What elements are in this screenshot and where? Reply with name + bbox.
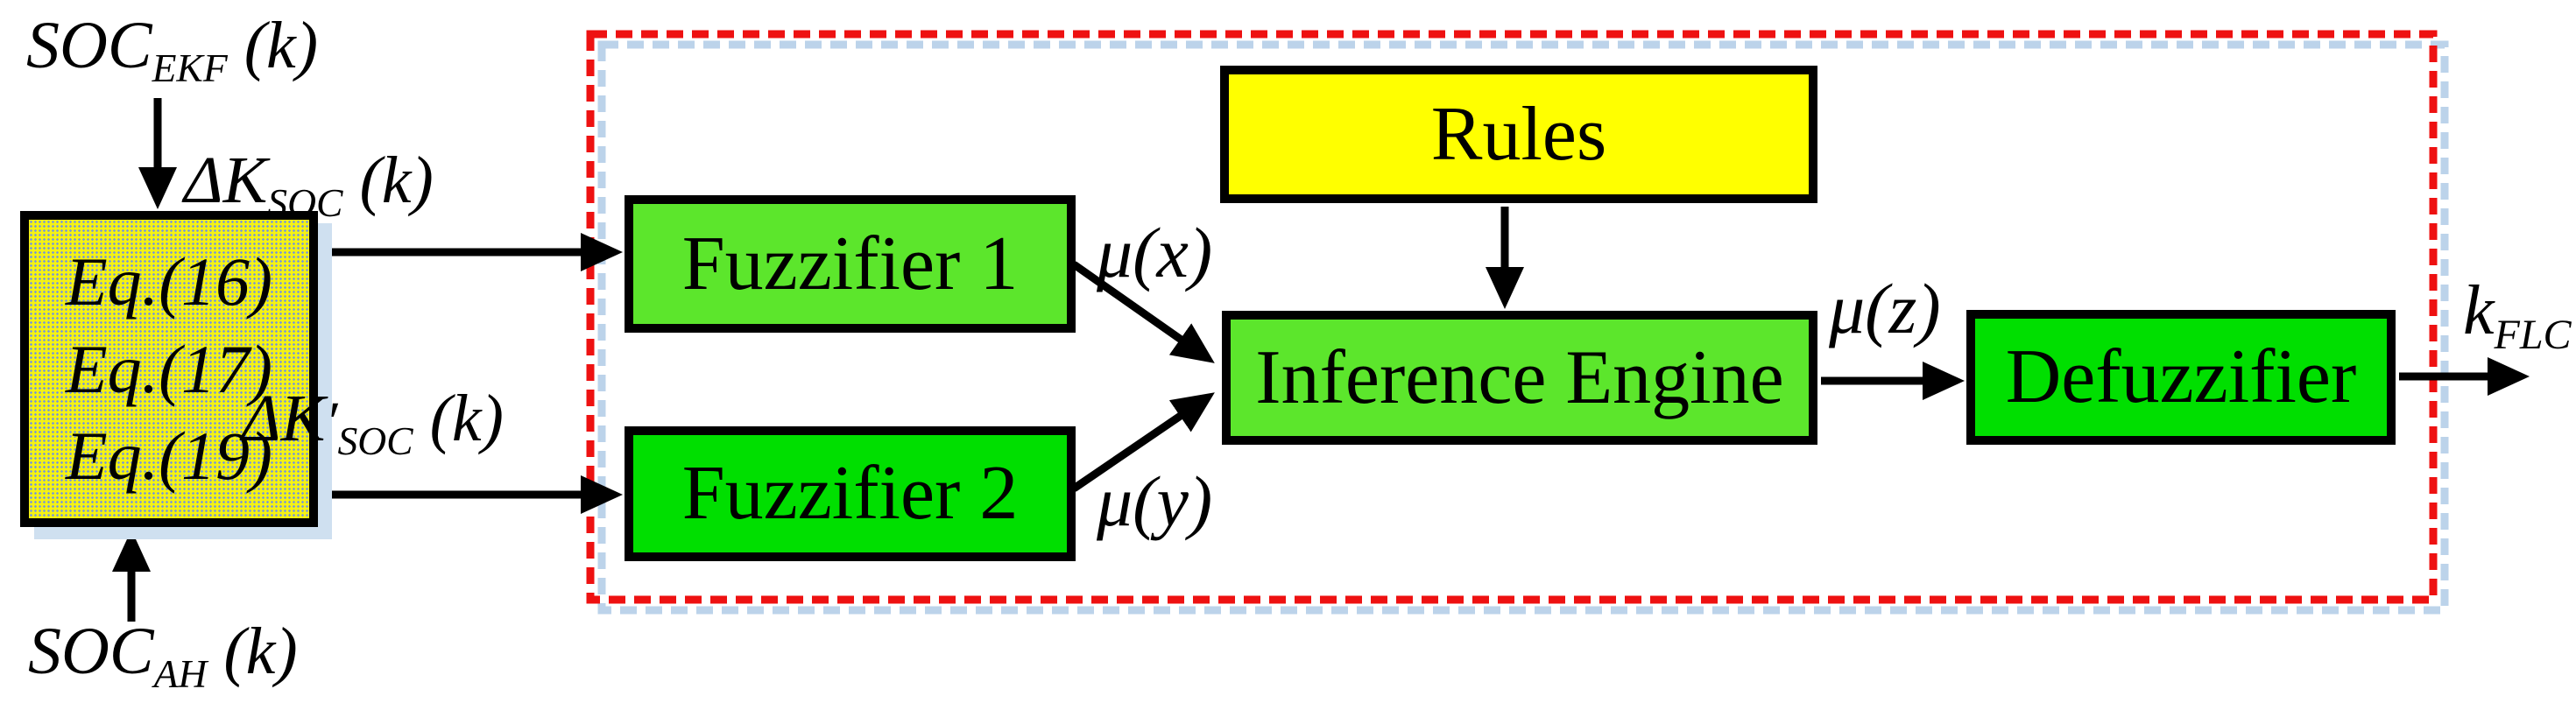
label-k-flc: kFLC xyxy=(2463,272,2572,358)
fuzzifier1-block: Fuzzifier 1 xyxy=(625,195,1076,333)
fuzzifier2-block: Fuzzifier 2 xyxy=(625,426,1076,561)
eq-block: Eq.(16) Eq.(17) Eq.(19) xyxy=(20,211,318,527)
defuzzifier-block: Defuzzifier xyxy=(1966,310,2396,445)
label-mu-z: μ(z) xyxy=(1829,269,1941,348)
label-mu-y: μ(y) xyxy=(1097,461,1213,541)
inference-engine-label: Inference Engine xyxy=(1255,334,1784,420)
label-dk-soc-prime: ΔK′SOC (k) xyxy=(242,382,504,464)
flc-boundary-shadow xyxy=(597,40,2449,615)
rules-block: Rules xyxy=(1220,66,1817,203)
arrow-mu-x-to-inference xyxy=(1071,261,1215,363)
eq-line-2: Eq.(17) xyxy=(65,330,273,407)
eq-line-3: Eq.(19) xyxy=(65,418,273,495)
label-mu-x: μ(x) xyxy=(1097,213,1213,292)
inference-engine-block: Inference Engine xyxy=(1222,311,1817,445)
label-soc-ekf: SOCEKF (k) xyxy=(26,9,319,91)
fuzzifier2-label: Fuzzifier 2 xyxy=(681,451,1019,536)
arrow-mu-y-to-inference xyxy=(1071,392,1215,492)
defuzzifier-label: Defuzzifier xyxy=(2005,334,2357,419)
label-soc-ah: SOCAH (k) xyxy=(28,615,298,697)
label-dk-soc: ΔKSOC (k) xyxy=(184,144,434,226)
flc-boundary xyxy=(586,30,2438,604)
fuzzifier1-label: Fuzzifier 1 xyxy=(681,221,1019,306)
rules-label: Rules xyxy=(1430,91,1607,177)
eq-line-1: Eq.(16) xyxy=(65,243,273,320)
